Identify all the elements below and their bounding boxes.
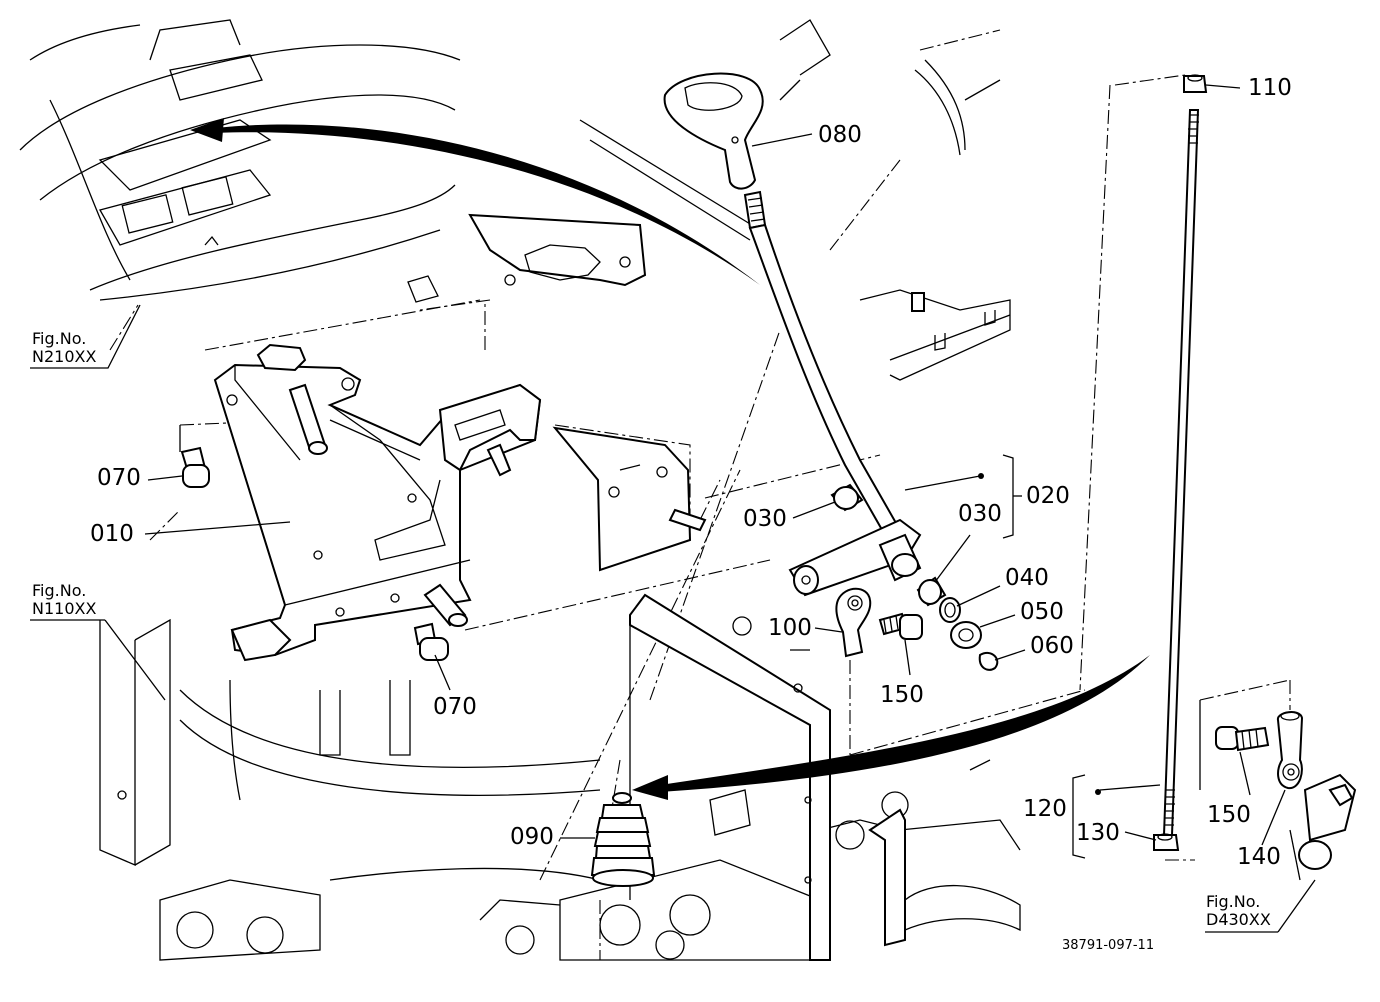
part-080-knob-and-lever <box>663 72 902 537</box>
label-080: 080 <box>818 122 862 148</box>
floor-frame-background <box>99 618 1021 961</box>
label-090: 090 <box>510 824 554 850</box>
detail-d430-group <box>1199 700 1357 933</box>
label-leaders <box>30 84 1286 933</box>
figref-n210xx: Fig.No. N210XX <box>32 329 97 366</box>
label-040: 040 <box>1005 565 1049 591</box>
label-130: 130 <box>1076 820 1120 846</box>
label-070-top: 070 <box>97 465 141 491</box>
figref-d430xx: Fig.No. D430XX <box>1206 892 1271 929</box>
side-panel <box>629 593 906 961</box>
label-120: 120 <box>1023 796 1067 822</box>
washers-and-clip <box>939 597 999 671</box>
curved-arrow-bottom <box>632 655 1150 800</box>
part-100-rod-end <box>835 587 872 658</box>
label-150-center: 150 <box>880 682 924 708</box>
gate-plate <box>438 383 542 477</box>
drawing-number: 38791-097-11 <box>1062 938 1155 953</box>
upper-small-bracket <box>407 213 647 303</box>
part-120-long-rod <box>1153 74 1208 851</box>
part-150-bolt-center <box>878 612 923 640</box>
label-010: 010 <box>90 521 134 547</box>
seat-console-background <box>19 19 461 301</box>
label-070-bottom: 070 <box>433 694 477 720</box>
center-plate <box>552 426 707 572</box>
label-020: 020 <box>1026 483 1070 509</box>
part-020-lever-arm <box>788 483 947 607</box>
label-110: 110 <box>1248 75 1292 101</box>
label-030-right: 030 <box>958 501 1002 527</box>
label-100: 100 <box>768 615 812 641</box>
curved-arrow-top <box>190 118 760 285</box>
part-090-boot <box>590 792 656 887</box>
label-140: 140 <box>1237 844 1281 870</box>
label-050: 050 <box>1020 599 1064 625</box>
label-030-left: 030 <box>743 506 787 532</box>
part-070-bolts <box>179 425 449 661</box>
label-150-right: 150 <box>1207 802 1251 828</box>
label-060: 060 <box>1030 633 1074 659</box>
figref-n110xx: Fig.No. N110XX <box>32 581 97 618</box>
upper-bracket-background <box>579 19 1011 381</box>
part-010-bracket <box>213 343 542 662</box>
